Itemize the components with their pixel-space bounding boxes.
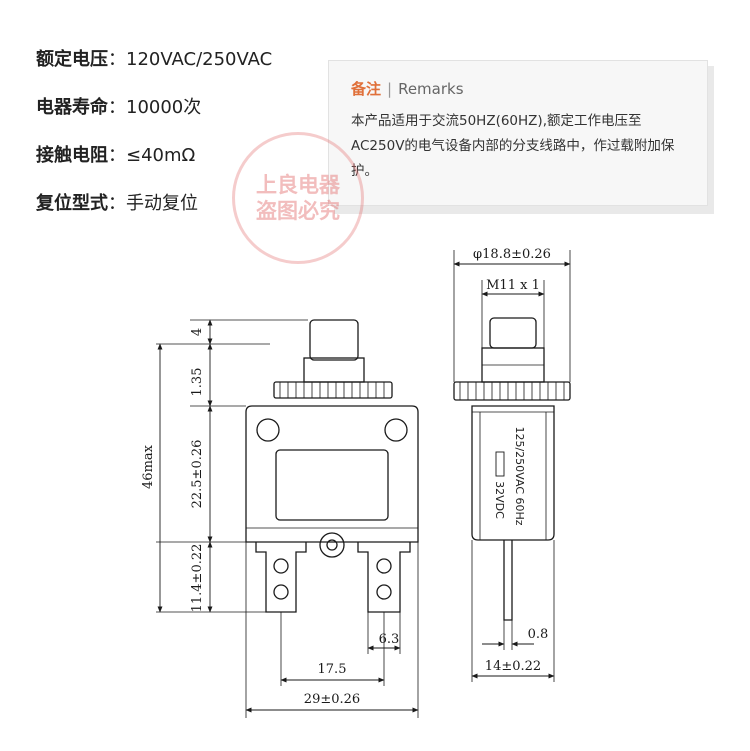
remarks-header: 备注 | Remarks [351,79,685,99]
spec-value: ≤40mΩ [126,145,196,166]
front-dimension-lines [157,319,419,713]
watermark-line-1: 上良电器 [256,173,340,197]
remarks-title-en: Remarks [398,80,464,98]
front-body [245,405,419,543]
spec-list: 额定电压：120VAC/250VAC 电器寿命：10000次 接触电阻：≤40m… [36,44,272,236]
spec-label: 电器寿命 [36,97,108,118]
remarks-separator: | [387,80,393,98]
spec-value: 120VAC/250VAC [126,49,273,70]
dim-button-height: 4 [190,328,205,336]
dim-depth: 14±0.22 [485,659,541,674]
spec-label: 接触电阻 [36,145,108,166]
dim-terminal-thickness: 0.8 [528,627,549,642]
dim-terminal-height: 11.4±0.22 [190,544,205,613]
watermark-seal: 上良电器 盗图必究 [232,132,364,264]
spec-sep: ： [108,145,126,166]
dim-body-height: 22.5±0.26 [190,440,205,509]
spec-sep: ： [108,97,126,118]
side-dimension-lines [453,261,571,679]
front-view [245,319,419,613]
dim-thread: M11 x 1 [486,278,540,293]
dim-overall-width: 29±0.26 [304,692,360,707]
dim-terminal-width: 6.3 [379,632,400,647]
dim-terminal-spacing: 17.5 [318,662,347,677]
watermark-line-2: 盗图必究 [256,199,340,223]
dim-overall-height: 46max [141,444,156,489]
remarks-body: 本产品适用于交流50HZ(60HZ),额定工作电压至AC250V的电气设备内部的… [351,113,675,179]
side-button [489,317,537,349]
remarks-title: 备注 [351,80,382,98]
side-terminal [503,540,513,621]
front-terminal-left [255,542,307,613]
spec-value: 10000次 [126,97,202,118]
front-flange [273,381,393,399]
side-view [453,317,571,621]
dim-flange-diameter: φ18.8±0.26 [473,247,551,262]
dim-flange-height: 1.35 [190,368,205,397]
spec-row-lifetime: 电器寿命：10000次 [36,92,272,140]
spec-sep: ： [108,193,126,214]
front-terminal-right [357,542,411,613]
spec-sep: ： [108,49,126,70]
spec-row-voltage: 额定电压：120VAC/250VAC [36,44,272,92]
remarks-box: 备注 | Remarks 本产品适用于交流50HZ(60HZ),额定工作电压至AC2… [328,60,708,206]
spec-label: 复位型式 [36,193,108,214]
spec-row-resistance: 接触电阻：≤40mΩ [36,140,272,188]
side-label-ac: 125/250VAC 60Hz [513,426,526,525]
side-body [471,405,555,541]
spec-value: 手动复位 [126,193,198,214]
side-flange [453,381,571,401]
spec-row-reset: 复位型式：手动复位 [36,188,272,236]
front-button [309,319,359,361]
spec-label: 额定电压 [36,49,108,70]
side-label-dc: 32VDC [493,481,506,519]
